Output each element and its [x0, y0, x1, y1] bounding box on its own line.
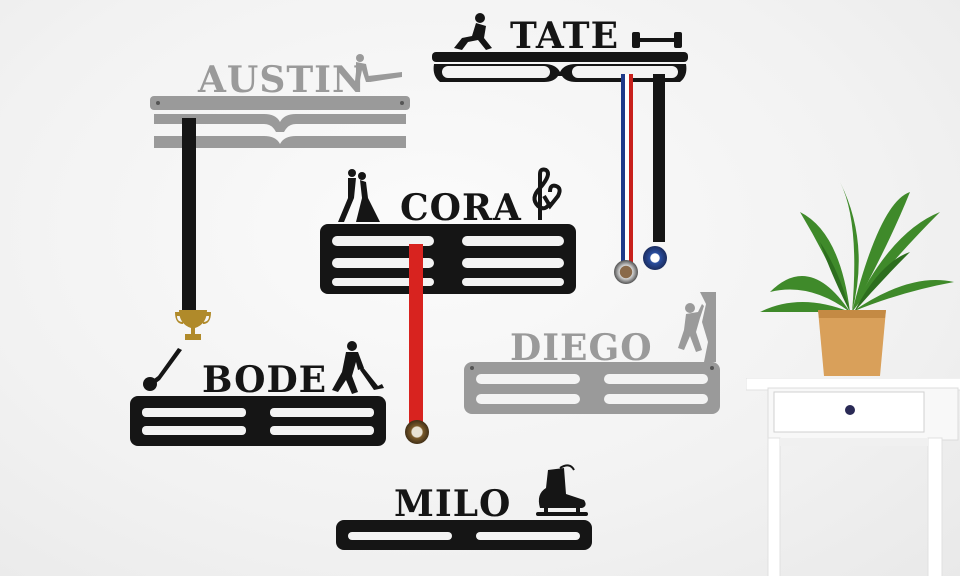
milo-medal-hanger: MILO: [336, 462, 592, 554]
hanger-name-bode: BODE: [202, 359, 328, 401]
diego-medal-hanger: DIEGO: [464, 292, 720, 416]
potted-plant: [760, 182, 954, 376]
hanger-bars: [336, 520, 592, 550]
hanger-name-cora: CORA: [400, 187, 522, 229]
drawer-knob: [845, 405, 855, 415]
dancers-icon: [338, 169, 380, 222]
hockey-player-icon: [332, 341, 384, 394]
hanger-bars: [150, 96, 410, 148]
austin-medal-hanger: AUSTIN: [150, 54, 410, 158]
hanger-name-diego: DIEGO: [510, 327, 653, 369]
ribbon-black-austin: [182, 118, 196, 314]
medal-football: [614, 260, 638, 284]
tate-medal-hanger: TATE: [432, 13, 688, 84]
hanger-name-milo: MILO: [394, 483, 512, 525]
cora-medal-hanger: CORA: [320, 167, 576, 300]
trophy-medal-icon: [175, 310, 211, 340]
bode-medal-hanger: BODE: [130, 340, 386, 448]
plant-pot: [818, 310, 886, 376]
hanger-bars: [130, 396, 386, 446]
weightlifter-icon: [454, 13, 492, 50]
ribbon-red: [409, 244, 423, 426]
hanger-bars: [432, 52, 688, 82]
hanger-name-austin: AUSTIN: [198, 59, 366, 101]
golf-club-ball-icon: [143, 348, 182, 391]
ribbon-red-white-blue: [621, 74, 633, 264]
climber-icon: [678, 292, 716, 362]
barbell-icon: [632, 32, 682, 48]
ribbon-black: [653, 74, 665, 242]
hanger-bars: [464, 362, 720, 414]
gymnast-icon: [354, 54, 402, 90]
white-side-table: [746, 378, 960, 576]
hanger-name-tate: TATE: [510, 15, 620, 57]
treble-clef-heart-icon: [532, 167, 562, 220]
medal-bronze: [405, 420, 429, 444]
medal-soccer: [643, 246, 667, 270]
ice-skate-icon: [536, 464, 588, 516]
hanger-bars: [320, 224, 576, 294]
